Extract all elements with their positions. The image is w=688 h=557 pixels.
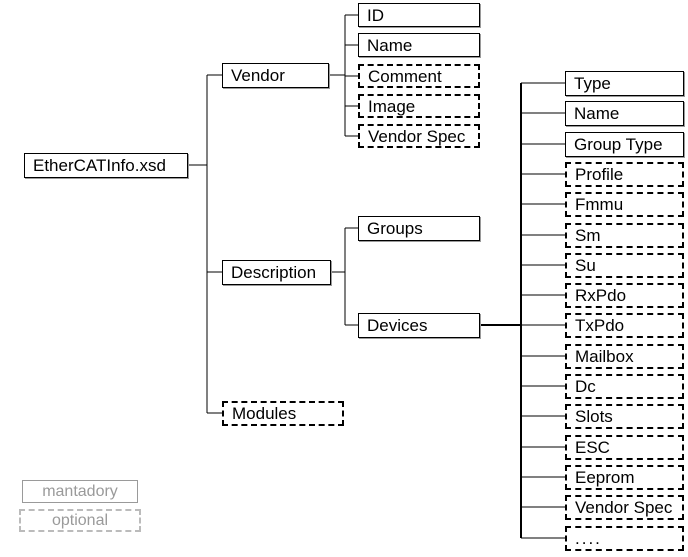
node-modules[interactable]: Modules [222,401,344,426]
node-label: Comment [368,66,442,86]
node-device-eeprom[interactable]: Eeprom [565,465,684,490]
node-vendor-id[interactable]: ID [358,3,480,27]
legend-label: mantadory [42,482,118,500]
node-label: .... [575,529,602,548]
node-label: EtherCATInfo.xsd [33,156,166,175]
node-label: ID [367,5,384,25]
node-root[interactable]: EtherCATInfo.xsd [24,153,188,178]
node-label: Vendor [231,66,285,85]
legend-optional: optional [19,509,141,532]
node-label: Su [575,256,596,275]
node-label: Name [574,104,620,123]
node-label: Groups [367,219,423,238]
node-devices[interactable]: Devices [358,313,480,338]
node-vendor-name[interactable]: Name [358,33,480,57]
node-device-mailbox[interactable]: Mailbox [565,344,684,369]
node-label: Slots [575,407,613,426]
node-label: Vendor Spec [575,498,673,517]
node-device-rxpdo[interactable]: RxPdo [565,283,684,308]
node-label: RxPdo [575,286,627,305]
node-description[interactable]: Description [222,260,331,285]
node-label: Description [231,263,317,282]
node-label: Devices [367,316,428,335]
node-device-txpdo[interactable]: TxPdo [565,313,684,338]
node-label: Type [574,74,611,93]
node-label: Profile [575,165,624,184]
node-label: Group Type [574,135,663,154]
node-device-su[interactable]: Su [565,253,684,278]
node-label: ESC [575,438,610,457]
node-vendor-comment[interactable]: Comment [358,64,480,88]
node-vendor-vendor-spec[interactable]: Vendor Spec [358,124,480,148]
node-label: Fmmu [575,195,624,214]
node-label: Eeprom [575,468,635,487]
node-label: Modules [232,404,297,423]
node-device-type[interactable]: Type [565,71,684,96]
node-device-more[interactable]: .... [565,526,684,551]
legend-label: optional [51,511,109,529]
node-label: Dc [575,377,596,396]
node-device-slots[interactable]: Slots [565,404,684,429]
node-label: Mailbox [575,347,634,366]
node-device-dc[interactable]: Dc [565,374,684,399]
node-label: TxPdo [575,316,625,335]
node-device-esc[interactable]: ESC [565,435,684,460]
node-label: Name [367,35,413,55]
node-groups[interactable]: Groups [358,216,480,241]
node-label: Image [368,96,416,116]
node-label: Sm [575,226,601,245]
node-device-fmmu[interactable]: Fmmu [565,192,684,217]
node-device-sm[interactable]: Sm [565,223,684,248]
node-device-vendor-spec[interactable]: Vendor Spec [565,495,684,520]
node-vendor[interactable]: Vendor [222,63,329,88]
node-device-profile[interactable]: Profile [565,162,684,187]
legend-mandatory: mantadory [22,480,138,503]
node-device-name[interactable]: Name [565,101,684,126]
node-vendor-image[interactable]: Image [358,94,480,118]
node-label: Vendor Spec [368,126,466,146]
node-device-group-type[interactable]: Group Type [565,132,684,157]
